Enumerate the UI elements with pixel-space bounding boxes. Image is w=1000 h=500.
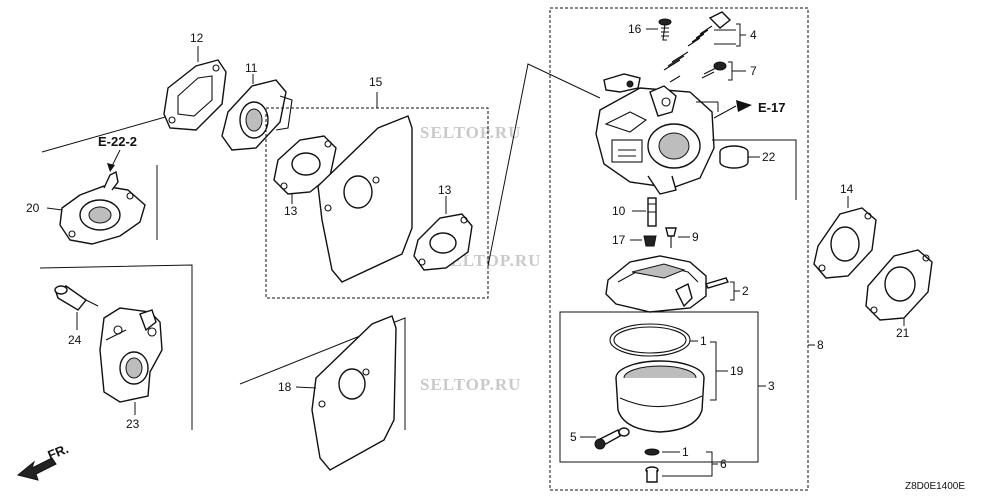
diagram-code: Z8D0E1400E (905, 481, 965, 492)
part-23-body (99, 307, 163, 403)
part-21-gasket (865, 249, 933, 321)
label-1a: 1 (700, 334, 707, 348)
part-6-drain-screw (644, 448, 660, 483)
part-12-gasket (163, 59, 227, 131)
direction-label: FR. (46, 441, 71, 463)
group-3-box (559, 311, 759, 463)
label-13b: 13 (438, 183, 452, 197)
label-24: 24 (68, 333, 82, 347)
label-18: 18 (278, 380, 292, 394)
label-16: 16 (628, 22, 642, 36)
watermark-1: SELTOP.RU (420, 123, 521, 142)
label-10: 10 (612, 204, 626, 218)
label-19: 19 (730, 364, 744, 378)
part-18-plate (311, 315, 397, 471)
label-23: 23 (126, 417, 140, 431)
group-fuel-parts: 24 23 (39, 264, 193, 431)
part-15-plate (317, 115, 413, 283)
label-7: 7 (750, 64, 757, 78)
part-11-insulator (221, 79, 293, 151)
part-5-bolt (594, 427, 630, 450)
carburetor-assembly-box (549, 7, 809, 491)
float-chamber (605, 255, 707, 313)
carburetor-body (595, 73, 715, 195)
part-7-screw (701, 61, 727, 79)
part-24-jet (54, 285, 99, 311)
ref-e17: E-17 (758, 100, 785, 115)
part-16-screw (658, 18, 672, 41)
label-21: 21 (896, 326, 910, 340)
part-9-screw (665, 227, 677, 248)
part-13-gasket-a (273, 135, 337, 195)
label-14: 14 (840, 182, 854, 196)
part-1-oring (609, 323, 691, 357)
label-13a: 13 (284, 204, 298, 218)
part-4-screw-set (663, 11, 732, 83)
part-14-gasket (813, 207, 877, 279)
label-3: 3 (768, 379, 775, 393)
part-22-cap (719, 145, 749, 169)
part-20-insulator (59, 170, 146, 245)
label-2: 2 (742, 284, 749, 298)
label-15: 15 (369, 75, 383, 89)
label-20: 20 (26, 201, 40, 215)
label-4: 4 (750, 28, 757, 42)
label-8: 8 (817, 338, 824, 352)
part-19-bowl (615, 360, 705, 433)
watermark-3: SELTOP.RU (420, 375, 521, 394)
group-e22-2: E-22-2 20 (26, 109, 191, 245)
part-2-pin (705, 277, 729, 289)
label-6: 6 (720, 457, 727, 471)
ref-e22-2: E-22-2 (98, 134, 137, 149)
label-5: 5 (570, 430, 577, 444)
watermark-2: SELTOP.RU (440, 251, 541, 270)
part-10-nozzle (647, 197, 657, 227)
part-13-gasket-b (413, 213, 473, 271)
label-22: 22 (762, 150, 776, 164)
label-1b: 1 (682, 445, 689, 459)
label-17: 17 (612, 233, 626, 247)
label-12: 12 (190, 31, 204, 45)
front-direction-arrow: FR. (16, 441, 71, 481)
label-11: 11 (245, 61, 258, 75)
label-9: 9 (692, 230, 699, 244)
part-17-jet (643, 235, 657, 247)
